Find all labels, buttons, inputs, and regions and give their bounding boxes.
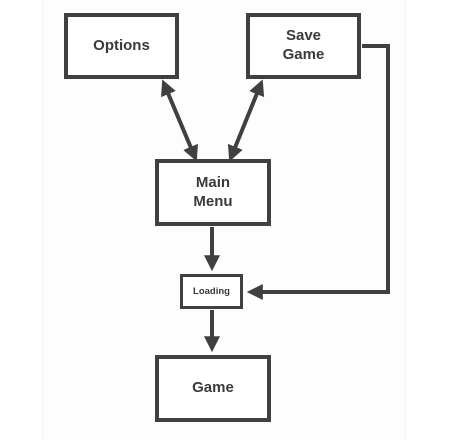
- options-label: Options: [93, 36, 150, 54]
- arrow-options-main-menu: [161, 79, 198, 162]
- save-game-box: Save Game: [246, 13, 361, 79]
- arrow-save-game-loading: [246, 44, 390, 300]
- arrow-save-game-main-menu: [227, 79, 265, 162]
- loading-label: Loading: [193, 285, 230, 297]
- save-game-label: Save Game: [282, 27, 325, 63]
- main-menu-box: Main Menu: [155, 159, 271, 226]
- main-menu-label: Main Menu: [193, 173, 233, 210]
- options-box: Options: [64, 13, 179, 79]
- game-label: Game: [192, 379, 234, 397]
- game-box: Game: [155, 355, 271, 422]
- loading-box: Loading: [180, 274, 243, 309]
